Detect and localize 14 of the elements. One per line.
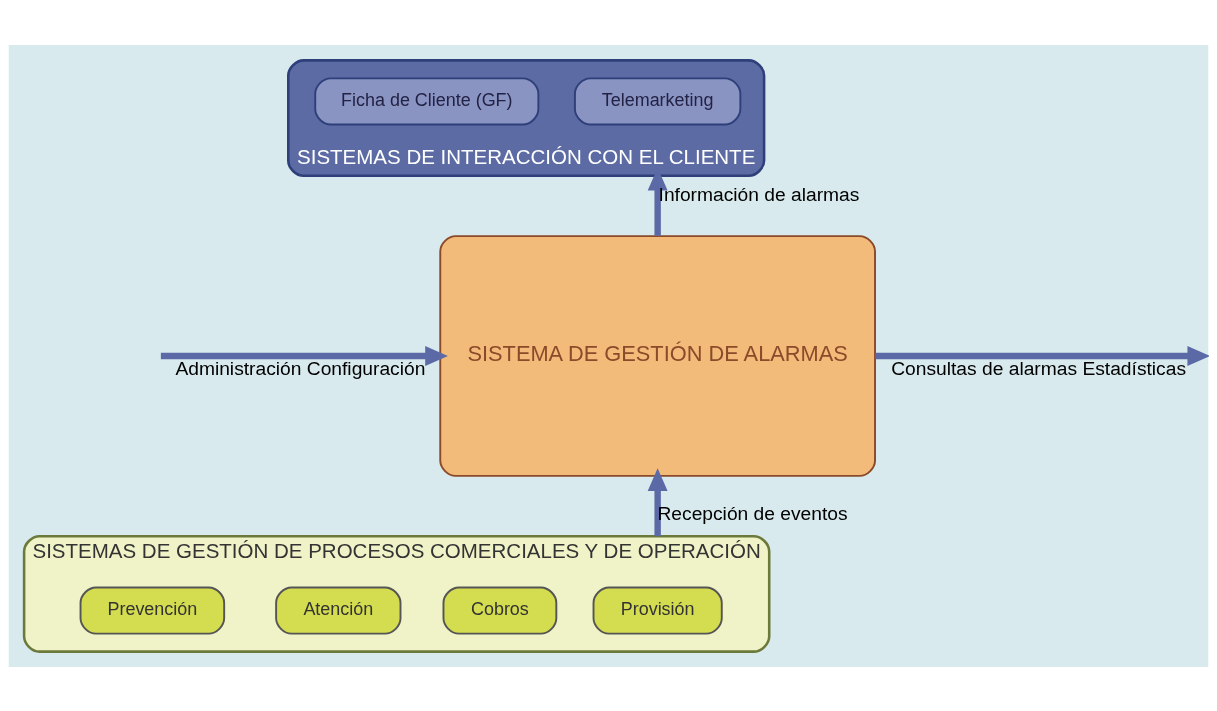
node-box: Provisión (592, 586, 723, 635)
edge-label: Administración Configuración (175, 357, 426, 379)
arrow (160, 345, 448, 366)
node-box: Ficha de Cliente (GF) (314, 76, 540, 125)
edge-label: Recepción de eventos (657, 502, 848, 524)
arrow (647, 467, 668, 536)
node-box: Prevención (79, 586, 226, 635)
node-box: Cobros (442, 586, 558, 635)
node-box: Atención (275, 586, 402, 635)
node-box: Telemarketing (573, 76, 742, 125)
arrow (875, 345, 1209, 366)
edge-label: Consultas de alarmas Estadísticas (891, 357, 1187, 379)
edge-label: Información de alarmas (658, 183, 860, 205)
node-box: SISTEMA DE GESTIÓN DE ALARMAS (439, 234, 876, 477)
